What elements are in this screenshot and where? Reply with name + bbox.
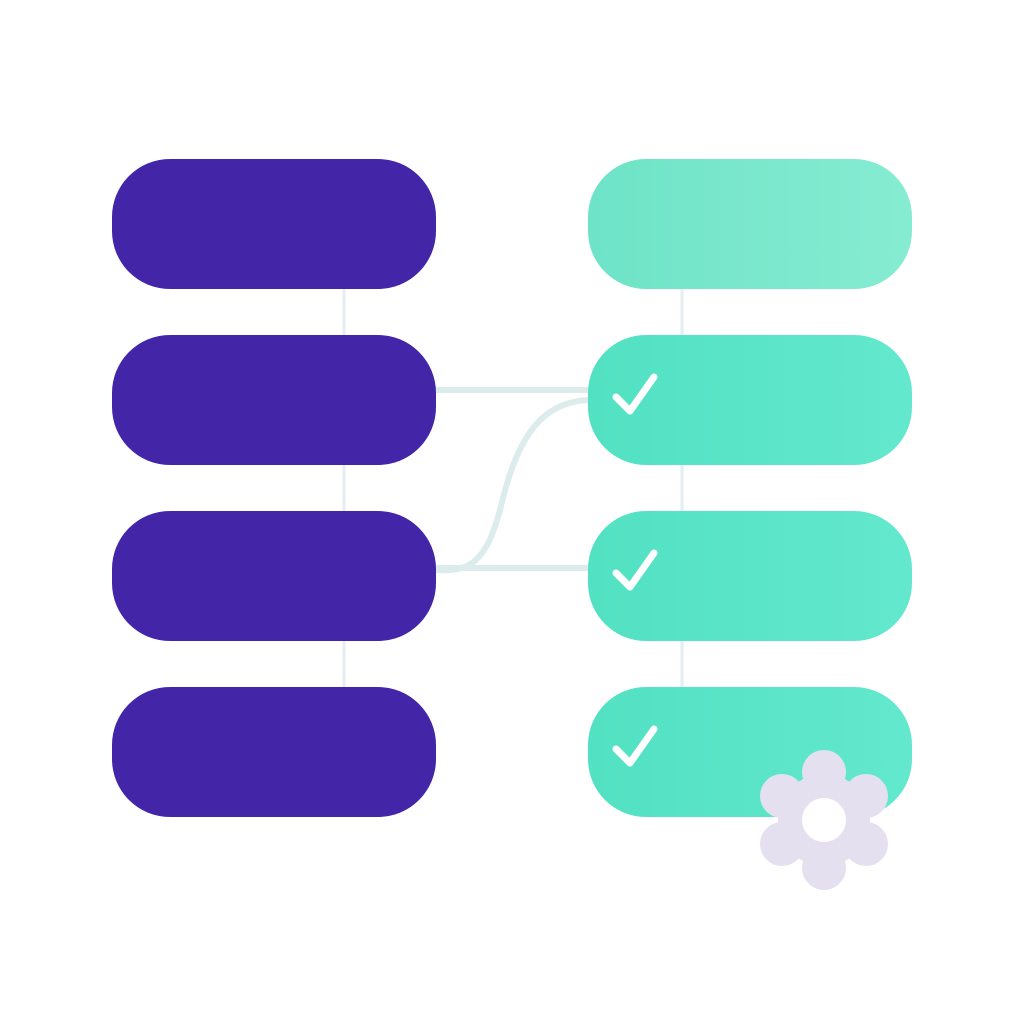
source-item-4[interactable] bbox=[112, 687, 436, 817]
connector-source-3-target-2 bbox=[433, 397, 595, 574]
gear-icon[interactable] bbox=[756, 748, 892, 892]
check-icon bbox=[612, 725, 658, 767]
source-item-1[interactable] bbox=[112, 159, 436, 289]
check-icon bbox=[612, 549, 658, 591]
check-icon bbox=[612, 373, 658, 415]
source-item-3[interactable] bbox=[112, 511, 436, 641]
target-item-3[interactable] bbox=[588, 511, 912, 641]
source-item-2[interactable] bbox=[112, 335, 436, 465]
target-item-2[interactable] bbox=[588, 335, 912, 465]
target-item-1[interactable] bbox=[588, 159, 912, 289]
